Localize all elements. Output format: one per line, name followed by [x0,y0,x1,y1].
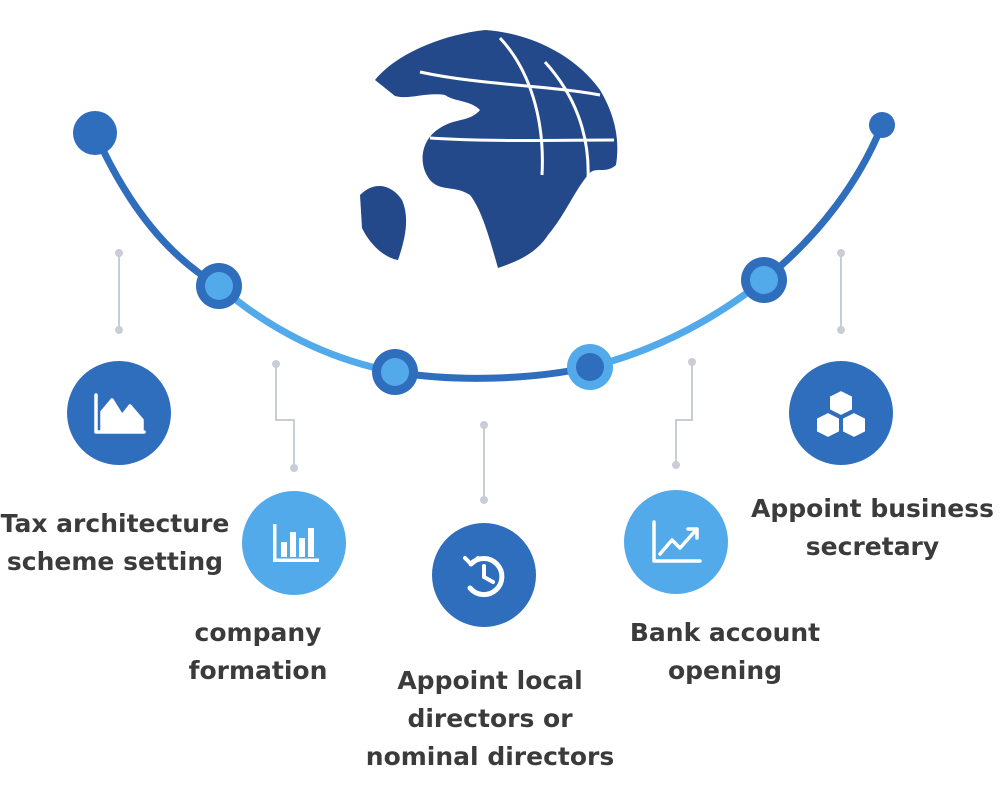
line-chart-up-icon [652,520,702,563]
cubes-icon [815,388,867,440]
arc-node-4 [741,257,787,303]
step-label-5-line-1: Appoint business [751,494,994,523]
step-badge-1 [67,361,171,465]
step-label-1-line-2: scheme setting [6,547,224,576]
arc-seg-2 [215,282,399,376]
step-label-2-line-1: company [194,618,322,647]
step-label-5: Appoint business secretary [745,490,1000,566]
connector-2 [275,364,295,468]
step-badge-2 [242,491,346,595]
arc-node-3 [567,344,613,390]
area-chart-icon [94,393,146,434]
arc-seg-4 [586,276,768,371]
arc-seg-1 [91,129,223,290]
history-clock-icon [463,556,505,597]
step-label-3-line-1: Appoint local [397,666,583,695]
arc-endpoint-right [869,112,895,138]
connectors [118,253,842,500]
connector-dots [115,249,845,504]
arc-nodes [196,257,787,395]
step-label-3: Appoint local directors or nominal direc… [350,662,630,776]
step-label-2-line-2: formation [188,656,328,685]
step-label-4-line-2: opening [667,656,783,685]
step-label-1: Tax architecture scheme setting [0,505,230,581]
step-label-3-line-2: directors or [407,704,573,733]
globe-meridians [419,36,615,181]
step-label-3-line-3: nominal directors [365,742,615,771]
step-label-1-line-1: Tax architecture [0,509,230,538]
step-label-5-line-2: secretary [805,532,940,561]
connector-4 [675,362,693,465]
arc-node-1 [196,263,242,309]
step-badge-3 [432,523,536,627]
arc-seg-5 [760,121,886,284]
arc-endpoints [73,111,895,155]
arc-node-2 [372,349,418,395]
step-label-4: Bank account opening [600,614,850,690]
step-badge-5 [789,361,893,465]
arc-endpoint-left [73,111,117,155]
globe-icon [353,28,618,292]
step-badge-4 [624,490,728,594]
step-label-4-line-1: Bank account [629,618,821,647]
arc-seg-3 [391,363,594,382]
bar-chart-icon [273,524,319,562]
step-label-2: company formation [158,614,358,690]
